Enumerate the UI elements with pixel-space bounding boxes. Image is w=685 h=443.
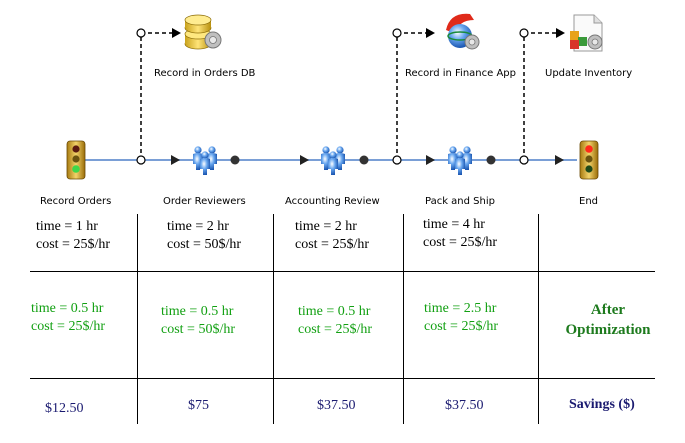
after-label-line1: After — [590, 302, 626, 318]
before-cell-4: time = 4 hr cost = 25$/hr — [423, 216, 497, 252]
branch-update-inventory — [519, 28, 565, 165]
after-optimization-label: After Optimization — [548, 300, 668, 340]
savings-cell-1: $12.50 — [45, 401, 84, 416]
after-cell-2: time = 0.5 hr cost = 50$/hr — [161, 303, 235, 339]
before-time: time = 2 hr — [295, 219, 357, 234]
before-cost: cost = 25$/hr — [36, 237, 110, 252]
before-cell-2: time = 2 hr cost = 50$/hr — [167, 218, 241, 254]
savings-cell-2: $75 — [188, 398, 209, 413]
column-divider-4 — [538, 214, 539, 424]
order-reviewers-people-icon — [193, 146, 217, 175]
accounting-review-people-icon — [321, 146, 345, 175]
before-cell-3: time = 2 hr cost = 25$/hr — [295, 218, 369, 254]
savings-cell-3: $37.50 — [317, 398, 356, 413]
pack-and-ship-people-icon — [448, 146, 472, 175]
node-label-accounting-review: Accounting Review — [285, 196, 380, 207]
after-cost: cost = 50$/hr — [161, 322, 235, 337]
before-time: time = 2 hr — [167, 219, 229, 234]
before-time: time = 4 hr — [423, 217, 485, 232]
before-cost: cost = 25$/hr — [423, 235, 497, 250]
column-divider-1 — [137, 214, 138, 424]
node-label-pack-and-ship: Pack and Ship — [425, 196, 495, 207]
after-time: time = 0.5 hr — [298, 304, 371, 319]
after-label-line2: Optimization — [565, 322, 651, 338]
node-label-record-orders: Record Orders — [40, 196, 112, 207]
after-cost: cost = 25$/hr — [424, 319, 498, 334]
after-cost: cost = 25$/hr — [298, 322, 372, 337]
finance-app-icon — [446, 13, 480, 50]
after-cost: cost = 25$/hr — [31, 319, 105, 334]
before-cell-1: time = 1 hr cost = 25$/hr — [36, 218, 110, 254]
before-cost: cost = 25$/hr — [295, 237, 369, 252]
database-icon — [184, 14, 222, 50]
inventory-document-icon — [570, 14, 603, 52]
after-cell-4: time = 2.5 hr cost = 25$/hr — [424, 300, 498, 336]
after-cell-1: time = 0.5 hr cost = 25$/hr — [31, 300, 105, 336]
savings-label: Savings ($) — [569, 397, 635, 412]
flow-connectors — [171, 155, 564, 165]
side-task-label-orders-db: Record in Orders DB — [154, 68, 256, 79]
branch-finance-app — [392, 28, 435, 165]
side-task-label-update-inventory: Update Inventory — [545, 68, 633, 79]
table-divider-1 — [30, 271, 655, 272]
table-divider-2 — [30, 378, 655, 379]
before-time: time = 1 hr — [36, 219, 98, 234]
after-time: time = 0.5 hr — [31, 301, 104, 316]
node-label-order-reviewers: Order Reviewers — [163, 196, 246, 207]
column-divider-2 — [273, 214, 274, 424]
after-cell-3: time = 0.5 hr cost = 25$/hr — [298, 303, 372, 339]
side-task-label-finance-app: Record in Finance App — [405, 68, 516, 79]
traffic-light-red-icon — [579, 140, 599, 180]
column-divider-3 — [403, 214, 404, 424]
after-time: time = 2.5 hr — [424, 301, 497, 316]
before-cost: cost = 50$/hr — [167, 237, 241, 252]
node-label-end: End — [579, 196, 599, 207]
savings-cell-4: $37.50 — [445, 398, 484, 413]
traffic-light-green-icon — [66, 140, 86, 180]
after-time: time = 0.5 hr — [161, 304, 234, 319]
branch-orders-db — [136, 28, 181, 165]
